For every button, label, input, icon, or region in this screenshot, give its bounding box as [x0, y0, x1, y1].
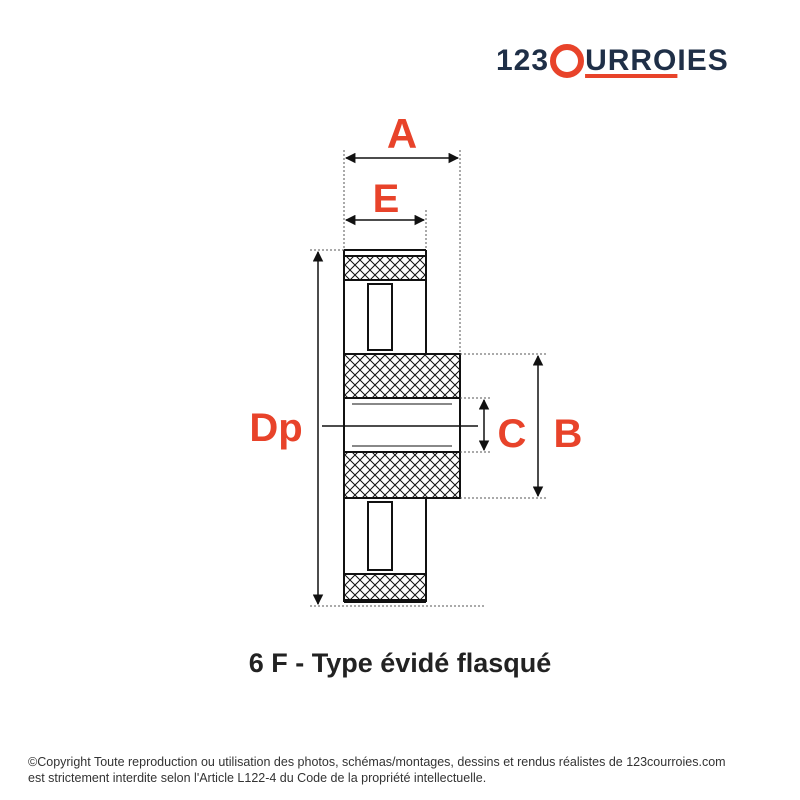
label-Dp: Dp: [249, 406, 302, 450]
copyright-notice: ©Copyright Toute reproduction ou utilisa…: [28, 754, 788, 786]
label-C: C: [498, 412, 527, 456]
logo-number: 123: [496, 44, 550, 77]
lower-slot: [367, 501, 393, 571]
label-B: B: [554, 412, 583, 456]
upper-slot: [367, 283, 393, 351]
lower-rim-hatch: [343, 573, 427, 601]
copyright-line-1: ©Copyright Toute reproduction ou utilisa…: [28, 755, 726, 769]
logo-tail: IES: [677, 44, 729, 77]
logo-word: URRO: [585, 44, 678, 77]
label-E: E: [373, 177, 400, 221]
copyright-line-2: est strictement interdite selon l'Articl…: [28, 771, 487, 785]
pulley-section: [343, 249, 461, 603]
hub-lower-hatch: [343, 451, 461, 499]
hub-upper-hatch: [343, 353, 461, 399]
diagram-caption: 6 F - Type évidé flasqué: [248, 648, 552, 678]
label-A: A: [387, 110, 417, 157]
upper-rim-hatch: [343, 255, 427, 281]
logo-ring-icon: [550, 44, 585, 78]
